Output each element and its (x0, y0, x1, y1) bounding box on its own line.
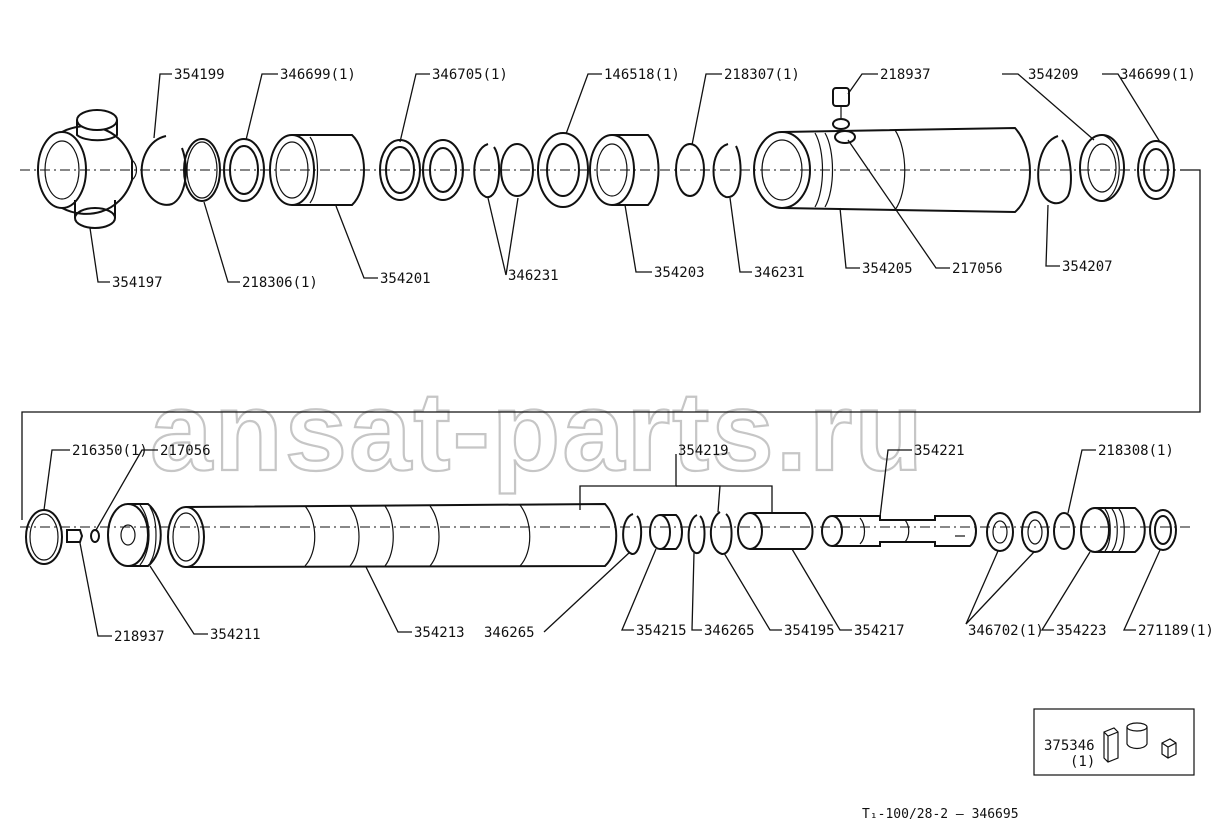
kit-number: 375346 (1044, 738, 1095, 754)
part-146518-wiper (537, 132, 589, 208)
label-354203: 354203 (654, 265, 705, 281)
label-218306: 218306(1) (242, 275, 318, 291)
part-346265-ring-b (687, 514, 706, 554)
label-346705: 346705(1) (432, 67, 508, 83)
part-346231-ring (712, 143, 742, 199)
label-218937-bottom: 218937 (114, 629, 165, 645)
label-218308: 218308(1) (1098, 443, 1174, 459)
part-354217-sleeve (737, 512, 814, 550)
label-354221: 354221 (914, 443, 965, 459)
drawing-reference: T₁-100/28-2 — 346695 (862, 807, 1019, 822)
leader-lines (43, 73, 1161, 637)
label-271189: 271189(1) (1138, 623, 1214, 639)
label-217056-top: 217056 (952, 261, 1003, 277)
repair-kit-box: 375346 (1) (1033, 708, 1195, 776)
part-labels: 354199 346699(1) 346705(1) 146518(1) 218… (72, 67, 1214, 645)
label-216350: 216350(1) (72, 443, 148, 459)
part-216350-ring (25, 509, 63, 565)
part-354215-bushing (649, 514, 683, 550)
label-354207: 354207 (1062, 259, 1113, 275)
label-354217: 354217 (854, 623, 905, 639)
part-218308-ring (1053, 512, 1075, 550)
label-354201: 354201 (380, 271, 431, 287)
label-354213: 354213 (414, 625, 465, 641)
watermark-text: ansat-parts.ru (150, 369, 925, 494)
label-354215: 354215 (636, 623, 687, 639)
part-271189-seal (1149, 509, 1177, 551)
label-354219: 354219 (678, 443, 729, 459)
kit-quantity: (1) (1070, 754, 1095, 770)
part-354221-stem (821, 515, 977, 547)
part-218307-ring (675, 143, 705, 197)
part-218306-o-ring (183, 138, 221, 202)
label-346699-right: 346699(1) (1120, 67, 1196, 83)
label-354205: 354205 (862, 261, 913, 277)
part-346699-seal-right (1137, 140, 1175, 200)
part-354211-piston (107, 503, 162, 567)
part-354195-ring (709, 511, 733, 555)
label-146518: 146518(1) (604, 67, 680, 83)
part-354197-housing (37, 109, 138, 229)
label-354209: 354209 (1028, 67, 1079, 83)
part-seal-ring (422, 139, 464, 201)
label-354195: 354195 (784, 623, 835, 639)
part-217056-washer (832, 118, 856, 144)
label-218937-top: 218937 (880, 67, 931, 83)
label-346231-b: 346231 (754, 265, 805, 281)
part-346231-rings (473, 143, 534, 199)
label-346702: 346702(1) (968, 623, 1044, 639)
center-axis (20, 169, 1201, 528)
label-346699-top: 346699(1) (280, 67, 356, 83)
part-346702-seals (986, 511, 1049, 553)
label-346265-b: 346265 (704, 623, 755, 639)
part-218937-plug (832, 87, 850, 118)
part-218937-plug-bottom (66, 529, 100, 543)
part-354213-rod (167, 502, 618, 568)
part-354207-snap-ring (1037, 135, 1072, 205)
part-346265-ring-a (622, 513, 643, 555)
label-354223: 354223 (1056, 623, 1107, 639)
part-346699-seal-top (223, 138, 265, 202)
label-217056-bottom: 217056 (160, 443, 211, 459)
part-354203-bushing (589, 134, 660, 206)
part-354223-end-plug (1080, 507, 1146, 553)
label-354199: 354199 (174, 67, 225, 83)
part-354205-cylinder-tube (753, 126, 1031, 214)
label-346231-a: 346231 (508, 268, 559, 284)
part-354201-sleeve (269, 134, 365, 206)
label-354211: 354211 (210, 627, 261, 643)
label-354197: 354197 (112, 275, 163, 291)
part-354209-nut (1079, 134, 1125, 202)
label-346265-a: 346265 (484, 625, 535, 641)
label-218307: 218307(1) (724, 67, 800, 83)
